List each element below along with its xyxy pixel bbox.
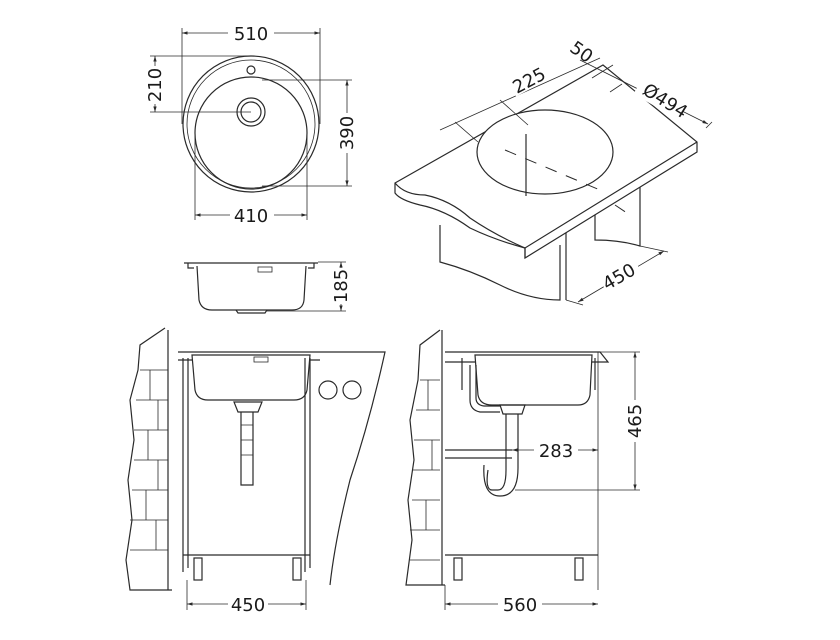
cutout-hole <box>476 109 614 195</box>
dim-560: 560 <box>503 595 537 616</box>
sink-bowl <box>194 76 308 190</box>
dim-510: 510 <box>234 24 268 45</box>
dim-390: 390 <box>337 116 358 150</box>
top-view: 510 210 390 410 <box>145 22 358 227</box>
tap-hole <box>246 65 256 75</box>
dim-465: 465 <box>625 404 646 438</box>
side-installed-view: 465 283 560 <box>405 329 646 616</box>
sink-inner-rim <box>186 59 316 189</box>
isometric-view: 50 Ø494 225 450 <box>394 37 713 306</box>
dim-283: 283 <box>539 441 573 462</box>
dim-185: 185 <box>331 269 352 303</box>
front-installed-view: 450 <box>125 327 386 616</box>
dim-50: 50 <box>566 37 597 67</box>
dim-410: 410 <box>234 206 268 227</box>
dim-210: 210 <box>145 68 166 102</box>
side-view: 185 <box>184 261 352 314</box>
dim-450-front: 450 <box>231 595 265 616</box>
